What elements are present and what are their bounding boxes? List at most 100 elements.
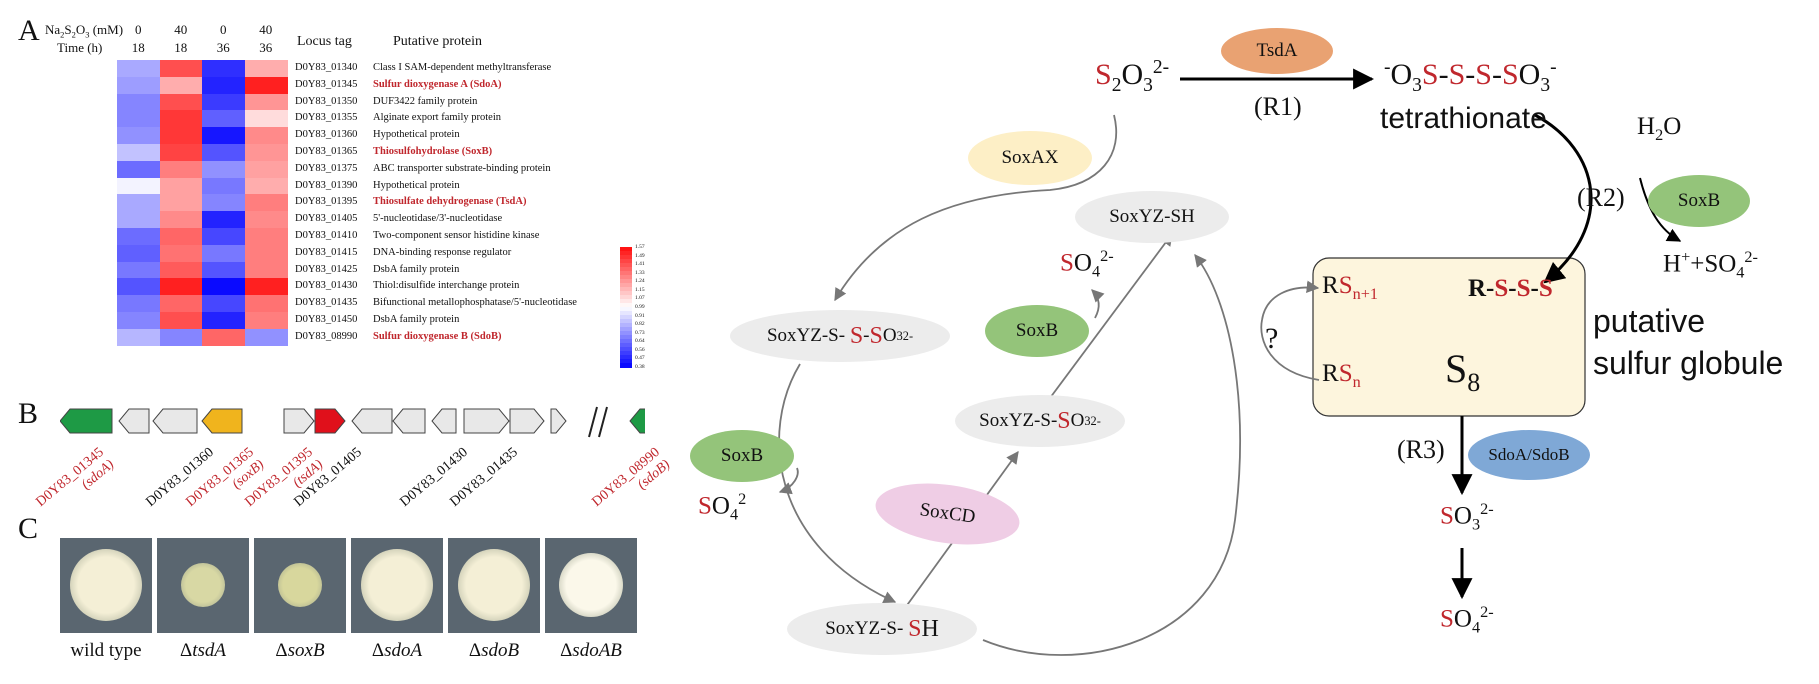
- heatmap-cell: [202, 160, 245, 179]
- heatmap-cell: [159, 244, 203, 263]
- heatmap-cell: [117, 177, 160, 195]
- s8: S8: [1445, 346, 1481, 397]
- locus-tag: D0Y83_01425: [295, 263, 358, 275]
- heatmap-cell: [202, 110, 245, 128]
- panel-b-letter: B: [18, 397, 39, 430]
- legend-tick: 0.56: [635, 346, 645, 353]
- heatmap-cell: [244, 76, 288, 95]
- heatmap-cell: [159, 278, 203, 296]
- protein-name: Hypothetical protein: [373, 179, 460, 191]
- soxax-arrow: [834, 114, 1118, 302]
- heatmap-cell: [202, 328, 245, 347]
- heatmap-cell: [202, 93, 245, 111]
- heatmap-cell: [202, 177, 245, 195]
- condition-time: 36: [216, 40, 230, 55]
- tetrathionate-formula: -O3S-S-S-SO3-: [1384, 57, 1557, 96]
- soxb-right: SoxB: [985, 305, 1089, 357]
- legend-swatch: [620, 307, 632, 312]
- colony-photo: [448, 538, 540, 633]
- heatmap-cell: [117, 261, 160, 279]
- heatmap-cell: [159, 295, 203, 313]
- thiosulfate: S2O32-: [1095, 57, 1170, 96]
- legend-swatch: [620, 339, 632, 344]
- tsda-enzyme: TsdA: [1221, 28, 1333, 74]
- heatmap-cell: [159, 312, 203, 330]
- heatmap-cell: [244, 110, 288, 128]
- locus-tag: D0Y83_01360: [295, 129, 358, 141]
- legend-tick: 1.07: [635, 295, 645, 302]
- legend-tick: 1.57: [635, 244, 645, 250]
- gene-arrow: [118, 408, 150, 434]
- gene-arrow: [283, 408, 315, 434]
- rsn-plus-1: RSn+1: [1322, 272, 1379, 303]
- heatmap-cell: [244, 228, 288, 246]
- legend-swatch: [620, 287, 632, 292]
- heatmap-cell: [202, 211, 245, 229]
- heatmap-cell: [117, 60, 160, 78]
- protein-name: ABC transporter substrate-binding protei…: [373, 162, 551, 174]
- heatmap-cell: [244, 194, 288, 212]
- colony: [559, 553, 623, 617]
- sequence-break: [598, 406, 608, 438]
- protein-name: Bifunctional metallophosphatase/5'-nucle…: [373, 297, 577, 309]
- heatmap-cell: [244, 60, 288, 78]
- locus-tag: D0Y83_01350: [295, 95, 358, 107]
- sulfite: SO32-: [1440, 500, 1494, 534]
- legend-tick: 0.82: [635, 321, 645, 328]
- heatmap-cell: [244, 312, 288, 330]
- protein-name: DUF3422 family protein: [373, 95, 478, 107]
- protein-header: Putative protein: [393, 34, 483, 49]
- protein-name: Hypothetical protein: [373, 129, 460, 141]
- panel-c-letter: C: [18, 512, 39, 545]
- heatmap-cell: [117, 244, 160, 263]
- protein-name: Thiol:disulfide interchange protein: [373, 280, 520, 292]
- legend-swatch: [620, 323, 632, 328]
- heatmap-cell: [244, 144, 288, 162]
- legend-tick: 1.41: [635, 261, 645, 268]
- heatmap-cell: [244, 295, 288, 313]
- legend-swatch: [620, 355, 632, 360]
- r2-product-arrow: [1639, 177, 1682, 242]
- heatmap-cell: [202, 60, 245, 78]
- legend-swatch: [620, 263, 632, 268]
- heatmap-cell: [159, 127, 203, 145]
- gene-arrow: [314, 408, 346, 434]
- gene-arrow: [351, 408, 393, 434]
- rsn: RSn: [1322, 360, 1361, 391]
- locus-tag: D0Y83_08990: [295, 330, 358, 342]
- legend-tick: 1.15: [635, 286, 645, 293]
- locus-tag: D0Y83_01340: [295, 62, 358, 73]
- protein-name: Thiosulfate dehydrogenase (TsdA): [373, 196, 527, 208]
- heatmap-cell: [202, 127, 245, 145]
- heatmap-cell: [244, 93, 288, 111]
- condition-time: 18: [131, 40, 145, 55]
- heatmap-cell: [202, 295, 245, 313]
- water: H2O: [1637, 113, 1682, 144]
- gene-arrow: [201, 408, 243, 434]
- sulfate-soxb-left: SO42: [698, 490, 747, 524]
- colony: [458, 549, 530, 621]
- heatmap-cell: [244, 160, 288, 179]
- condition-time: 18: [174, 40, 188, 55]
- sulfate-soxb-right: SO42-: [1060, 247, 1114, 281]
- heatmap-cell: [244, 244, 288, 263]
- legend-swatch: [620, 347, 632, 352]
- heatmap-cell: [202, 261, 245, 279]
- protein-name: Sulfur dioxygenase B (SdoB): [373, 330, 502, 342]
- soxb-left: SoxB: [690, 430, 794, 482]
- colony-photo: [351, 538, 443, 633]
- tetrathionate-label: tetrathionate: [1380, 102, 1547, 135]
- sulfate-release-arrow: [1091, 289, 1105, 319]
- legend-tick: 1.33: [635, 269, 645, 276]
- locus-tag: D0Y83_01410: [295, 230, 358, 241]
- heatmap-cell: [244, 328, 288, 347]
- gene-arrow: [463, 408, 510, 434]
- gene-arrow: [629, 408, 645, 434]
- r2-label: (R2): [1577, 183, 1625, 212]
- protein-name: Thiosulfohydrolase (SoxB): [373, 146, 493, 157]
- sulfur-globule-box: [1312, 257, 1586, 417]
- heatmap-cell: [117, 110, 160, 128]
- gene-arrow: [60, 408, 113, 434]
